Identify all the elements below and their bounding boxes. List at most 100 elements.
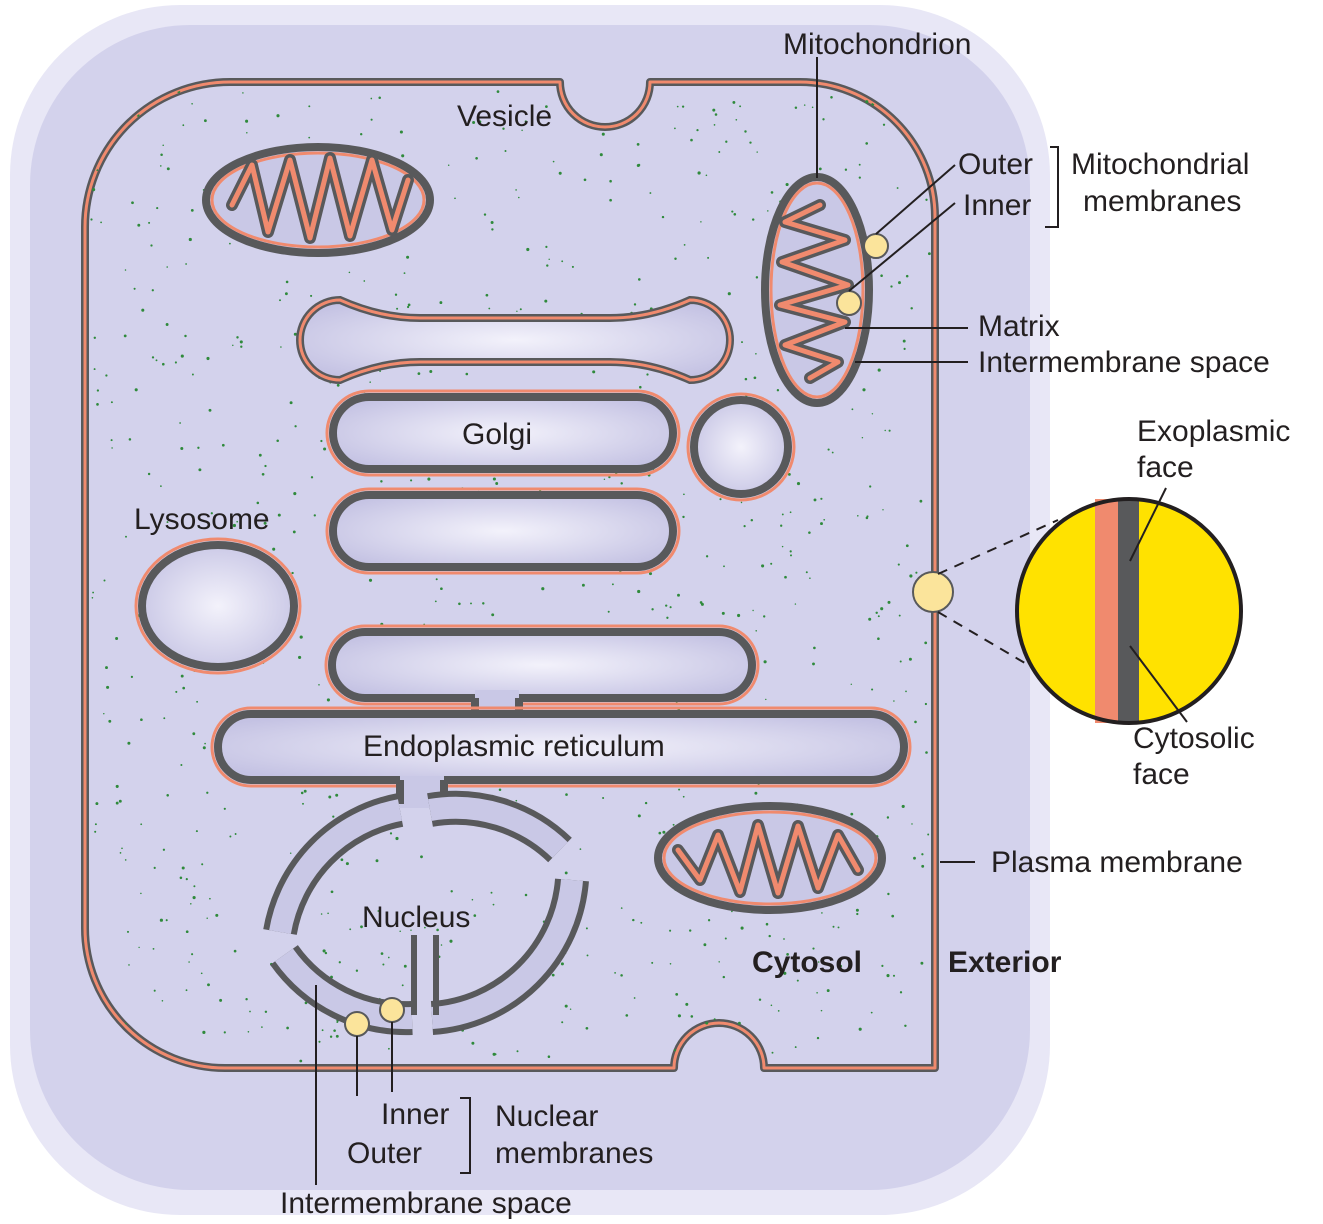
speckle (915, 572, 917, 574)
speckle (280, 346, 282, 348)
speckle (323, 949, 326, 952)
speckle (286, 281, 289, 284)
speckle (770, 563, 772, 565)
speckle (744, 525, 746, 527)
speckle (714, 1018, 716, 1020)
speckle (604, 479, 605, 480)
speckle (906, 544, 909, 547)
speckle (586, 927, 588, 929)
speckle (921, 865, 924, 868)
speckle (875, 612, 877, 614)
speckle (294, 425, 296, 427)
speckle (162, 1000, 164, 1002)
speckle (666, 617, 668, 619)
speckle (249, 1011, 251, 1013)
speckle (592, 370, 595, 373)
speckle (737, 614, 740, 617)
speckle (152, 356, 154, 358)
speckle (202, 1031, 205, 1034)
speckle (396, 308, 398, 310)
speckle (97, 389, 99, 391)
speckle (119, 800, 122, 803)
speckle (565, 871, 568, 874)
speckle (192, 374, 194, 376)
speckle (795, 1046, 797, 1048)
speckle (125, 536, 127, 538)
speckle (602, 133, 605, 136)
speckle (914, 721, 917, 724)
speckle (904, 1025, 906, 1027)
speckle (755, 630, 757, 632)
speckle (388, 957, 390, 959)
label-intermembrane-space-nuc: Intermembrane space (280, 1187, 572, 1220)
speckle (332, 816, 334, 818)
speckle (682, 105, 684, 107)
speckle (204, 743, 206, 745)
speckle (678, 789, 680, 791)
speckle (570, 1008, 571, 1009)
speckle (311, 476, 313, 478)
speckle (651, 608, 653, 610)
speckle (782, 546, 783, 547)
speckle (190, 903, 192, 905)
speckle (470, 602, 472, 604)
speckle (234, 950, 237, 953)
speckle (739, 105, 741, 107)
speckle (905, 691, 907, 693)
speckle (219, 999, 222, 1002)
speckle (318, 1041, 320, 1043)
label-nucleus: Nucleus (362, 901, 470, 934)
speckle (561, 962, 564, 965)
speckle (651, 962, 653, 964)
speckle (909, 574, 912, 577)
speckle (812, 107, 814, 109)
speckle (186, 878, 188, 880)
label-nuclear-membranes-1: Nuclear (495, 1100, 598, 1133)
speckle (580, 848, 582, 850)
speckle (751, 519, 753, 521)
speckle (910, 307, 912, 309)
speckle (893, 975, 895, 977)
speckle (552, 974, 555, 977)
speckle (166, 266, 168, 268)
speckle (197, 447, 199, 449)
speckle (204, 119, 207, 122)
speckle (331, 890, 334, 893)
speckle (115, 637, 118, 640)
golgi-bottom-cisterna (327, 489, 679, 573)
speckle (323, 447, 326, 450)
speckle (814, 498, 817, 501)
speckle (700, 221, 701, 222)
speckle (131, 676, 133, 678)
speckle (308, 137, 310, 139)
speckle (162, 363, 165, 366)
speckle (222, 444, 225, 447)
speckle (698, 171, 701, 174)
speckle (111, 401, 113, 403)
speckle (678, 1014, 681, 1017)
speckle (725, 937, 727, 939)
speckle (771, 1005, 773, 1007)
speckle (891, 915, 894, 918)
speckle (830, 96, 833, 99)
mitochondrion-top-left (206, 147, 430, 253)
speckle (638, 814, 641, 817)
speckle (712, 109, 715, 112)
speckle (845, 169, 847, 171)
speckle (734, 213, 737, 216)
speckle (706, 555, 708, 557)
speckle (766, 923, 769, 926)
label-intermembrane-space-mito: Intermembrane space (978, 346, 1270, 379)
speckle (880, 607, 883, 610)
speckle (745, 378, 748, 381)
speckle (201, 972, 203, 974)
speckle (865, 142, 868, 145)
speckle (608, 611, 610, 613)
speckle (111, 439, 113, 441)
speckle (732, 101, 735, 104)
speckle (308, 105, 310, 107)
speckle (163, 717, 165, 719)
speckle (180, 764, 182, 766)
speckle (928, 252, 931, 255)
